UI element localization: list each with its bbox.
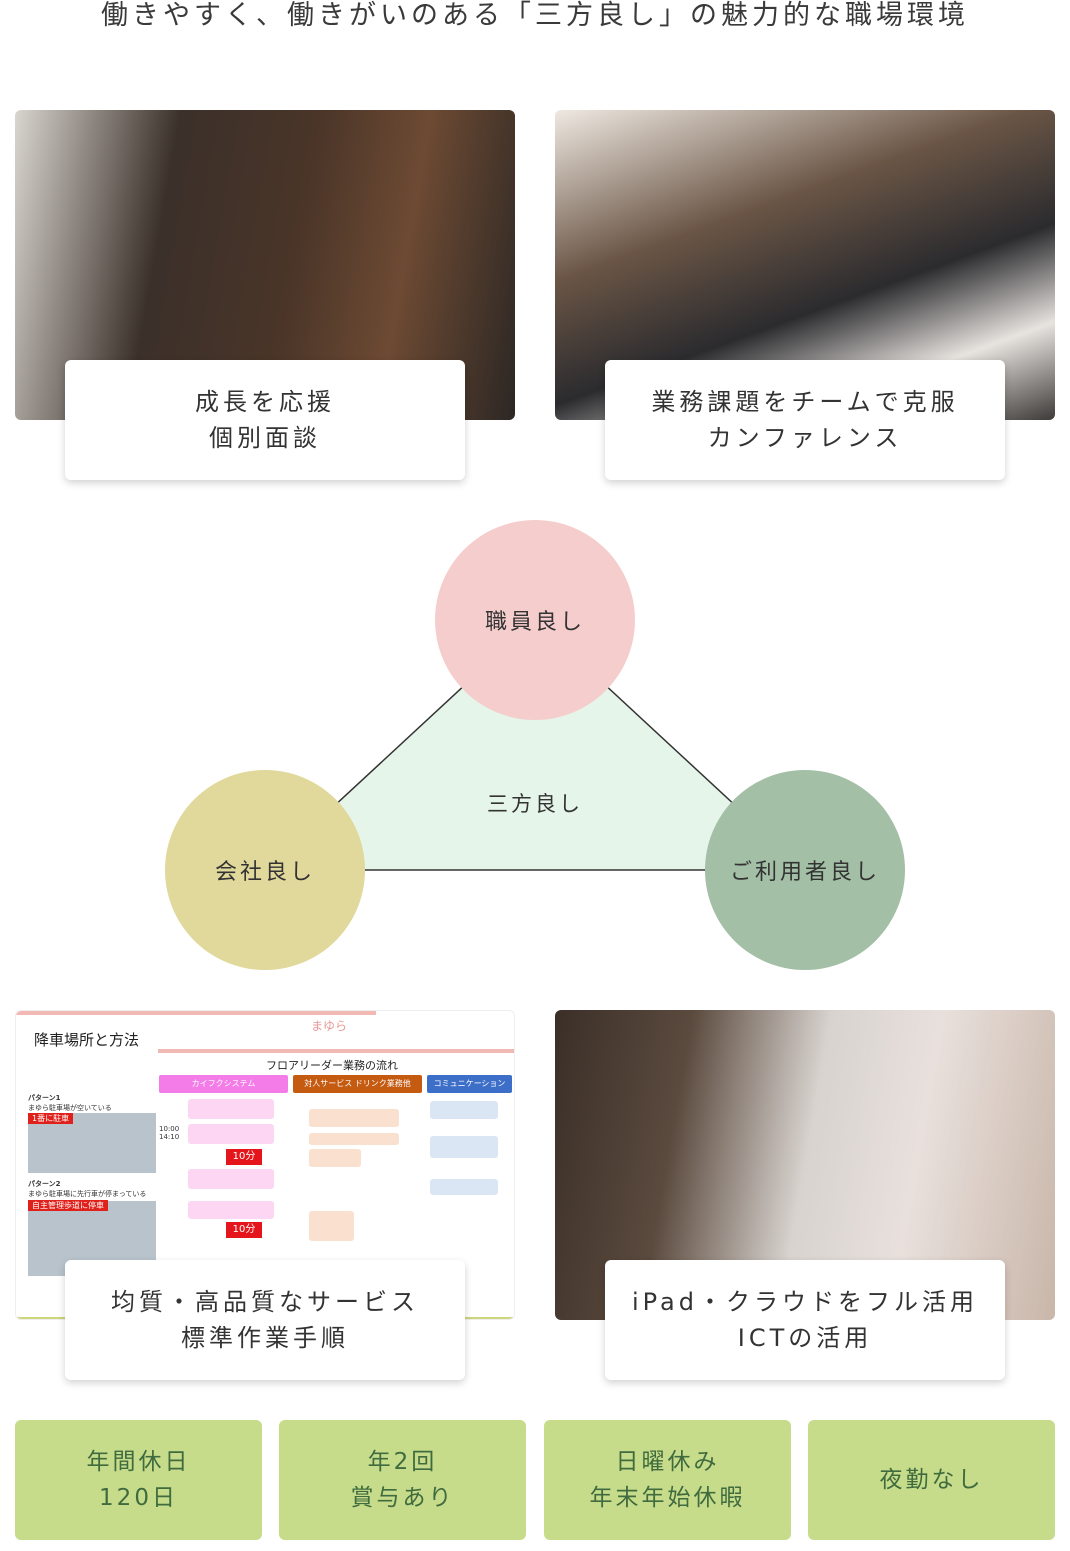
- card-standard-procedures: 降車場所と方法 まゆら フロアリーダー業務の流れ カイフクシステム 対人サービス…: [15, 1010, 515, 1380]
- perk-line: 賞与あり: [350, 1485, 455, 1511]
- perk-line: 120日: [99, 1485, 178, 1511]
- perk-line: 年末年始休暇: [589, 1485, 746, 1511]
- perk-no-night-shift: 夜勤なし: [808, 1420, 1055, 1540]
- card-ict: iPad・クラウドをフル活用 ICTの活用: [555, 1010, 1055, 1380]
- manual-logo: まゆら: [311, 1019, 348, 1033]
- perk-line: 夜勤なし: [879, 1467, 984, 1493]
- manual-title: 降車場所と方法: [34, 1031, 140, 1049]
- manual-text: まゆら駐車場に先行車が停まっている: [28, 1190, 147, 1198]
- circle-company: 会社良し: [165, 770, 365, 970]
- card-caption: 成長を応援 個別面談: [65, 360, 465, 480]
- perk-annual-holidays: 年間休日 120日: [15, 1420, 262, 1540]
- perk-line: 年間休日: [86, 1449, 191, 1475]
- manual-tab: コミュニケーション: [427, 1075, 512, 1093]
- manual-text: パターン1: [28, 1094, 61, 1102]
- card-individual-interview: 成長を応援 個別面談: [15, 110, 515, 480]
- manual-text: まゆら駐車場が空いている: [28, 1104, 112, 1112]
- manual-text: 10分: [226, 1149, 262, 1165]
- caption-line: ICTの活用: [737, 1324, 873, 1352]
- manual-tab: カイフクシステム: [159, 1075, 288, 1093]
- manual-text: 1番に駐車: [28, 1113, 74, 1124]
- caption-line: iPad・クラウドをフル活用: [631, 1288, 978, 1316]
- card-conference: 業務課題をチームで克服 カンファレンス: [555, 110, 1055, 480]
- caption-line: 均質・高品質なサービス: [111, 1288, 419, 1316]
- caption-line: カンファレンス: [707, 424, 903, 452]
- card-caption: 業務課題をチームで克服 カンファレンス: [605, 360, 1005, 480]
- caption-line: 業務課題をチームで克服: [651, 388, 959, 416]
- caption-line: 標準作業手順: [181, 1324, 349, 1352]
- caption-line: 成長を応援: [195, 388, 335, 416]
- card-caption: iPad・クラウドをフル活用 ICTの活用: [605, 1260, 1005, 1380]
- center-label: 三方良し: [487, 792, 583, 816]
- perk-bonus: 年2回 賞与あり: [279, 1420, 526, 1540]
- card-caption: 均質・高品質なサービス 標準作業手順: [65, 1260, 465, 1380]
- circle-staff: 職員良し: [435, 520, 635, 720]
- triangle: [263, 618, 807, 871]
- sanpo-yoshi-diagram: 職員良し 会社良し ご利用者良し 三方良し: [0, 500, 1070, 990]
- page-title: 働きやすく、働きがいのある「三方良し」の魅力的な職場環境: [101, 0, 969, 31]
- manual-tab: 対人サービス ドリンク業務他: [293, 1075, 422, 1093]
- manual-text: 10分: [226, 1222, 262, 1238]
- triangle-shape: [263, 618, 807, 871]
- perk-line: 日曜休み: [615, 1449, 720, 1475]
- circle-users: ご利用者良し: [705, 770, 905, 970]
- manual-text: 10:00 14:10: [159, 1125, 180, 1141]
- manual-text: パターン2: [28, 1180, 61, 1188]
- perk-sunday-off: 日曜休み 年末年始休暇: [544, 1420, 791, 1540]
- manual-flow-title: フロアリーダー業務の流れ: [266, 1059, 398, 1072]
- caption-line: 個別面談: [209, 424, 321, 452]
- manual-text: 自主管理歩道に停車: [28, 1200, 108, 1211]
- perk-line: 年2回: [367, 1449, 438, 1475]
